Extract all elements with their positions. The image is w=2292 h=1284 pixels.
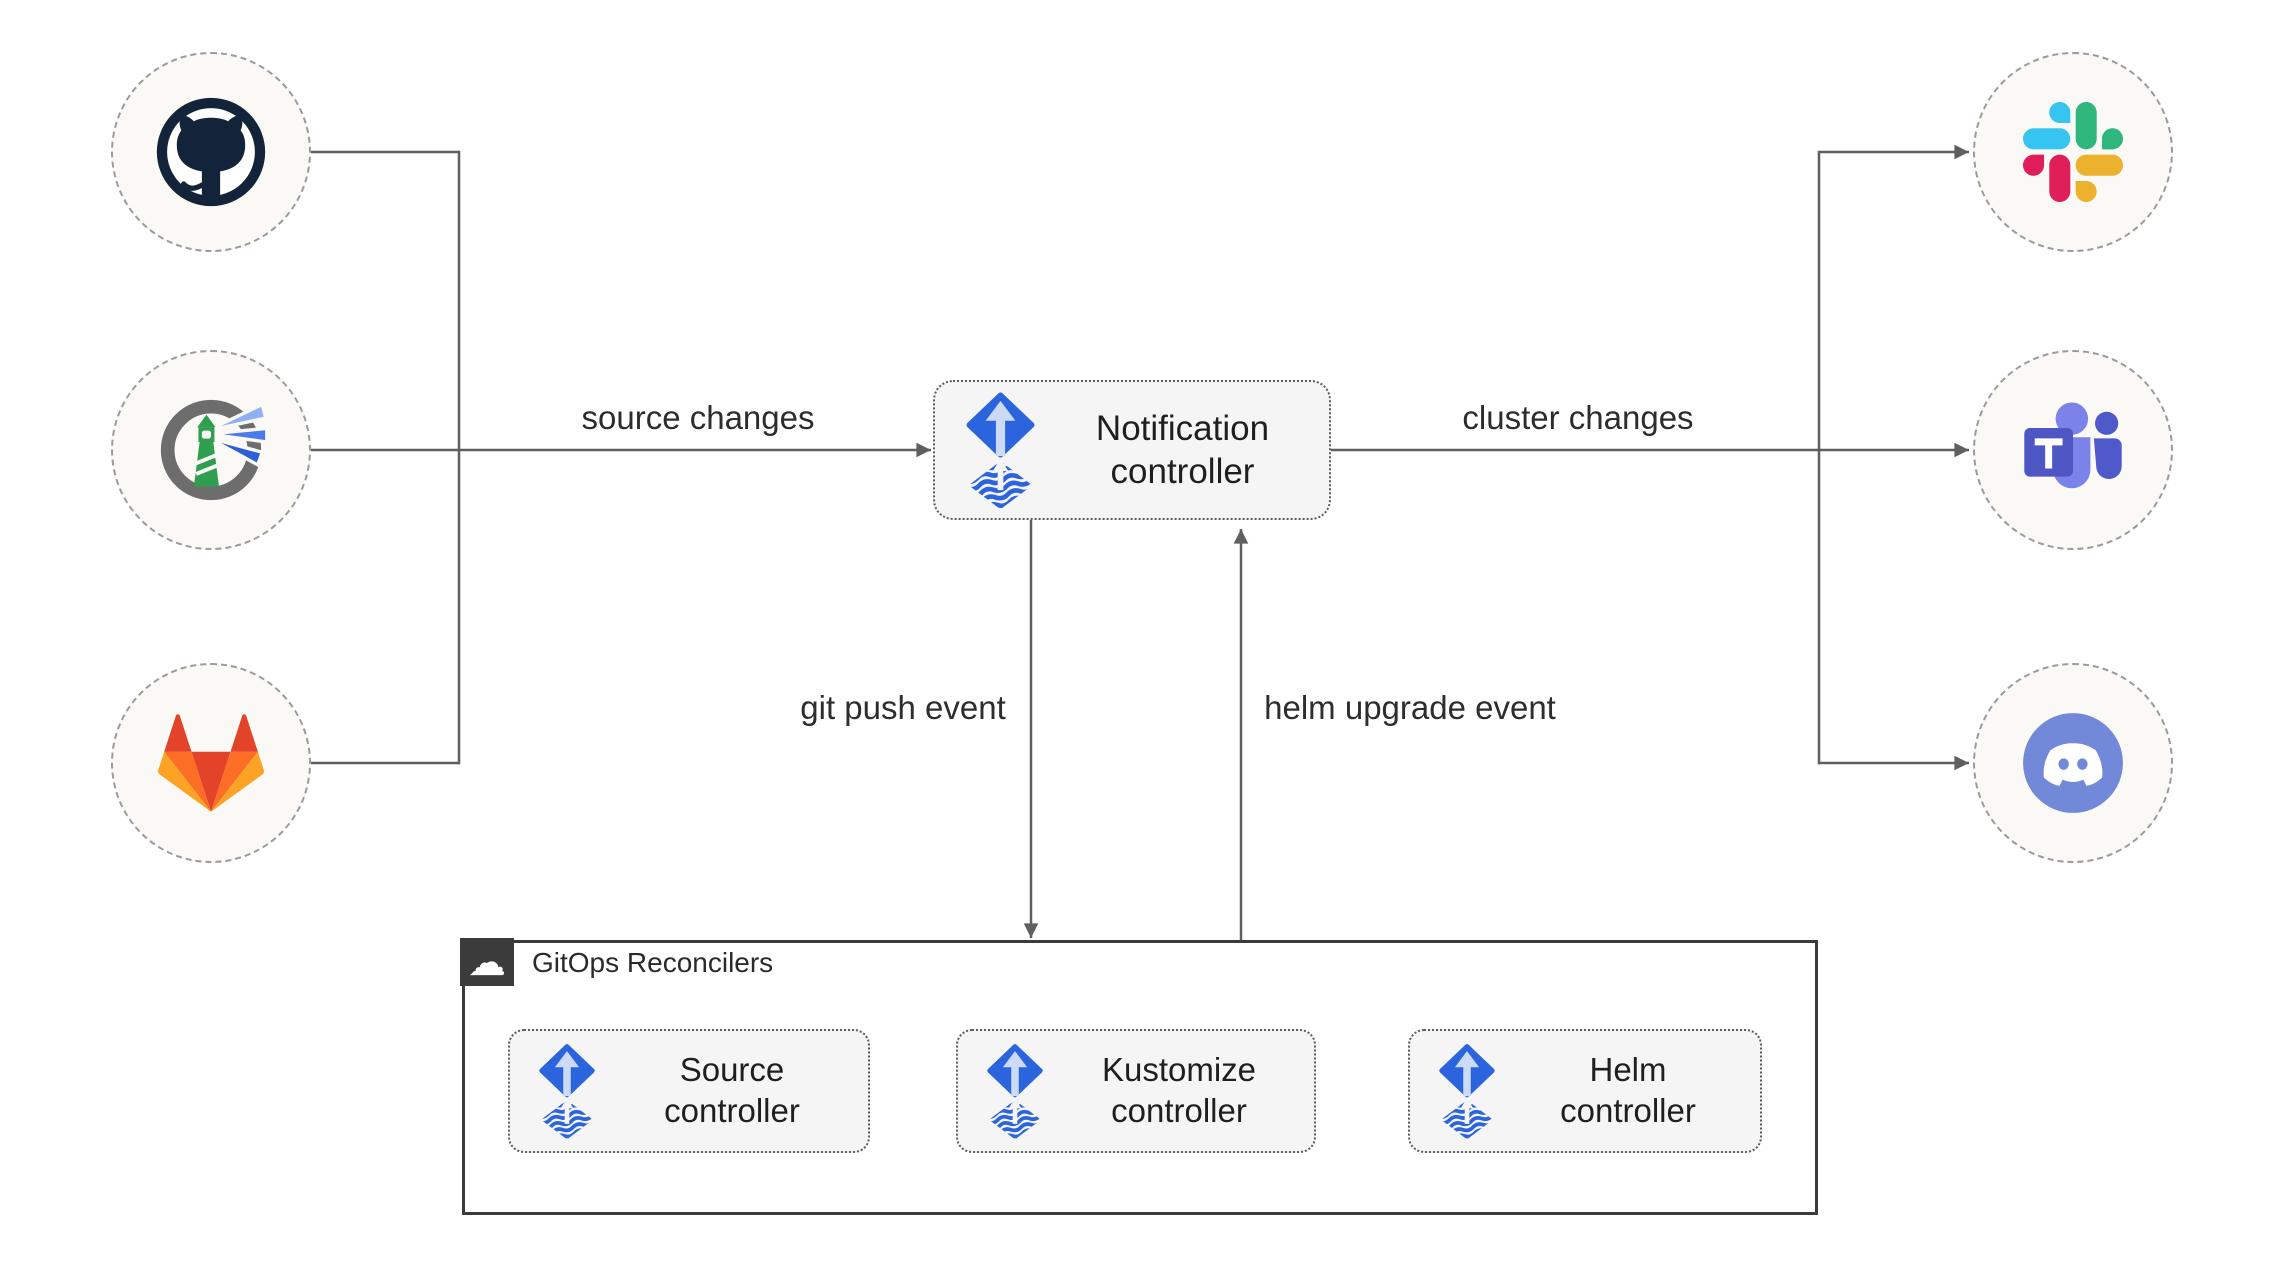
- edge-label-cluster-changes: cluster changes: [1462, 399, 1694, 436]
- node-helm-controller: Helm controller: [1408, 1029, 1762, 1153]
- node-kustomize-controller: Kustomize controller: [956, 1029, 1316, 1153]
- node-github: [111, 52, 311, 252]
- kustomize-controller-label: Kustomize controller: [1101, 1051, 1257, 1129]
- gitops-container-tab: ☁: [460, 938, 514, 986]
- harbor-icon: [160, 399, 268, 501]
- node-gitlab: [111, 663, 311, 863]
- helm-controller-label: Helm controller: [1560, 1051, 1696, 1129]
- flux-icon: [538, 1043, 596, 1140]
- gitlab-icon: [158, 714, 264, 812]
- discord-icon: [2023, 713, 2123, 813]
- node-source-controller: Source controller: [508, 1029, 870, 1153]
- flux-icon: [986, 1043, 1044, 1140]
- cloud-icon: ☁: [468, 940, 506, 984]
- node-notification-controller: Notification controller: [933, 380, 1331, 520]
- microsoft-teams-icon: [2024, 402, 2122, 489]
- edge-label-helm-upgrade-event: helm upgrade event: [1264, 689, 1556, 726]
- flux-icon: [1438, 1043, 1496, 1140]
- node-slack: [1973, 52, 2173, 252]
- edge-label-git-push-event: git push event: [800, 689, 1006, 726]
- github-icon: [156, 97, 266, 207]
- gitops-container-label: GitOps Reconcilers: [532, 947, 774, 978]
- edge-label-source-changes: source changes: [581, 399, 815, 436]
- node-harbor: [111, 350, 311, 550]
- source-controller-label: Source controller: [664, 1051, 800, 1129]
- notification-controller-label: Notification controller: [1095, 408, 1270, 491]
- slack-icon: [2023, 102, 2123, 202]
- flux-icon: [965, 391, 1036, 510]
- node-discord: [1973, 663, 2173, 863]
- node-microsoft-teams: [1973, 350, 2173, 550]
